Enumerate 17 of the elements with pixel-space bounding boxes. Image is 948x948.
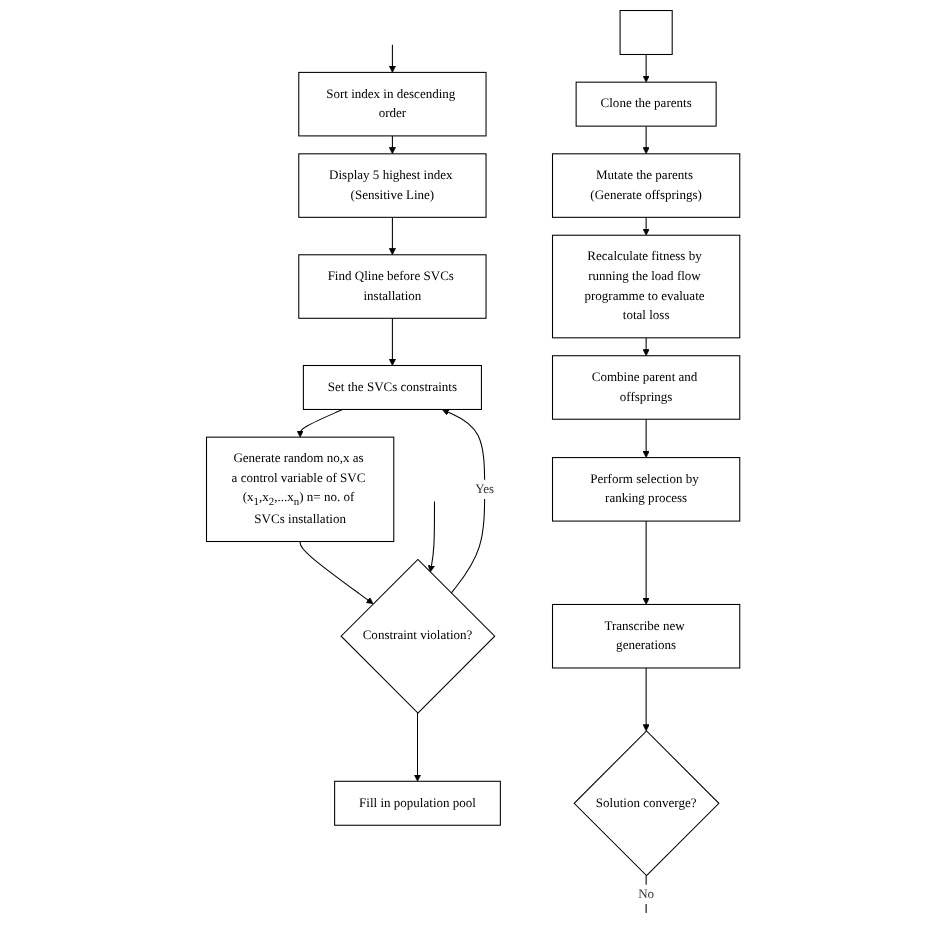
arrow (300, 541, 375, 605)
arrow (643, 667, 651, 732)
arrow (643, 337, 651, 357)
arrow (389, 216, 397, 256)
arrow (643, 125, 651, 155)
arrow (643, 520, 651, 605)
arrow (414, 712, 422, 782)
arrow (389, 135, 397, 155)
arrow (389, 44, 397, 73)
arrow (389, 317, 397, 366)
arrow (643, 216, 651, 236)
arrow (442, 408, 487, 594)
arrow (428, 501, 436, 573)
arrow (297, 408, 344, 438)
node-box (620, 10, 674, 55)
arrow (643, 418, 651, 458)
arrow (643, 53, 651, 83)
